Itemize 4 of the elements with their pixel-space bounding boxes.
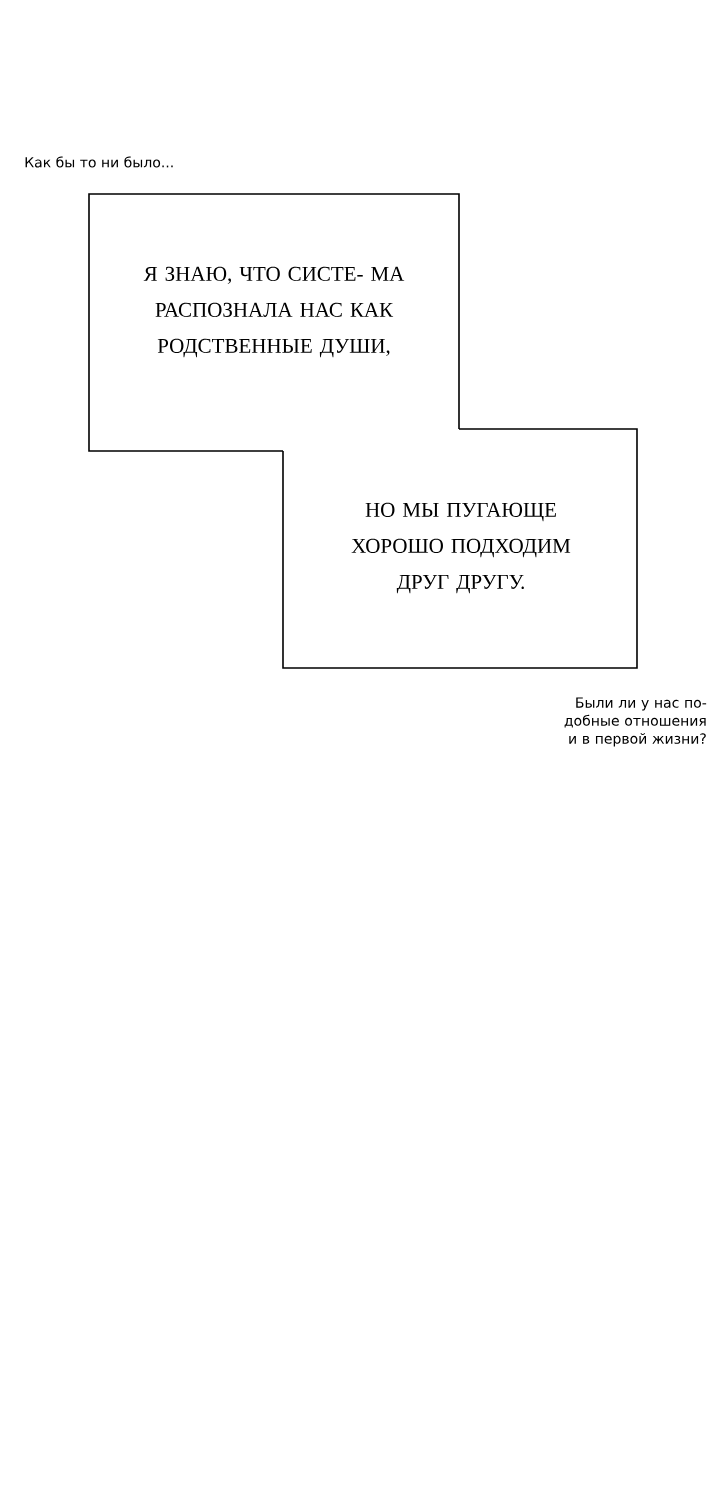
caption-box: Я ЗНАЮ, ЧТО СИСТЕ- МА РАСПОЗНАЛА НАС КАК РОДСТВЕННЫЕ ДУШИ, [88, 193, 460, 452]
narration-text: Были ли у нас по- добные отношения и в первой жизни? [564, 697, 707, 747]
narration-text: Как бы то ни было... [25, 156, 173, 168]
caption-box: НО МЫ ПУГАЮЩЕ ХОРОШО ПОДХОДИМ ДРУГ ДРУГУ. [282, 428, 638, 669]
